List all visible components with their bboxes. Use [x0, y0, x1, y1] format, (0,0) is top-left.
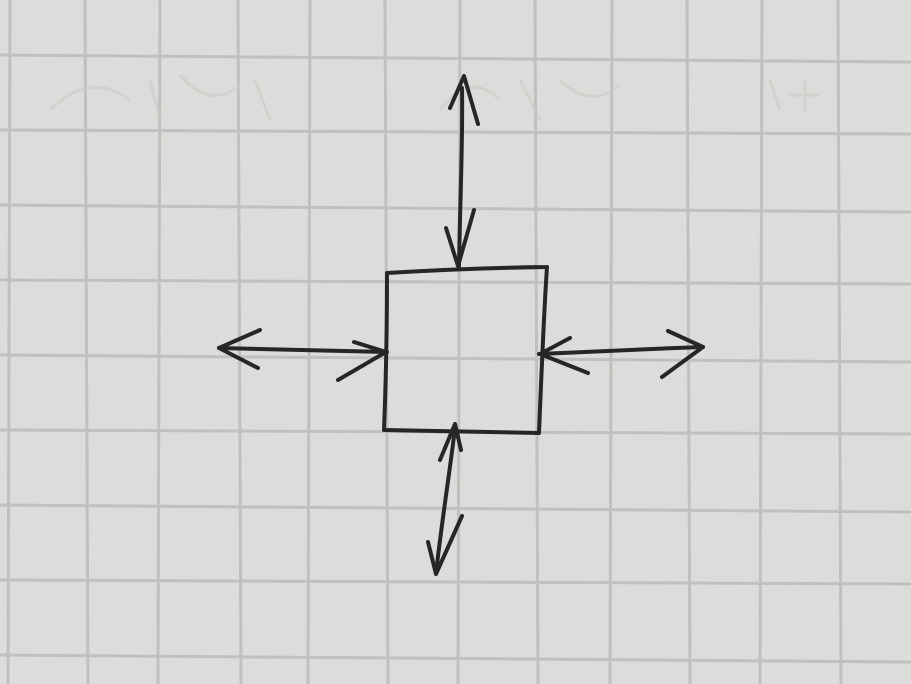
grid-line-vertical — [236, 0, 243, 684]
grid-line-horizontal — [0, 353, 911, 364]
arrow-up — [444, 74, 480, 269]
bleed-through-marks — [48, 74, 820, 121]
grid-line-vertical — [608, 0, 614, 684]
grid-line-vertical — [758, 0, 764, 684]
grid-line-horizontal — [0, 503, 911, 514]
grid-line-vertical — [6, 0, 12, 684]
arrow-right — [537, 329, 705, 379]
grid-line-horizontal — [0, 128, 911, 136]
arrow-left — [217, 328, 389, 382]
grid-line-vertical — [306, 0, 312, 684]
grid-line-vertical — [836, 0, 843, 684]
grid-line-horizontal — [0, 653, 911, 664]
grid-line-horizontal — [0, 278, 911, 286]
center-square — [382, 265, 549, 435]
grid-line-horizontal — [0, 203, 911, 214]
grid-line-vertical — [456, 0, 462, 684]
grid-line-horizontal — [0, 53, 911, 64]
arrow-down — [426, 422, 464, 576]
grid-line-horizontal — [0, 578, 911, 586]
grid-line-vertical — [83, 0, 90, 684]
